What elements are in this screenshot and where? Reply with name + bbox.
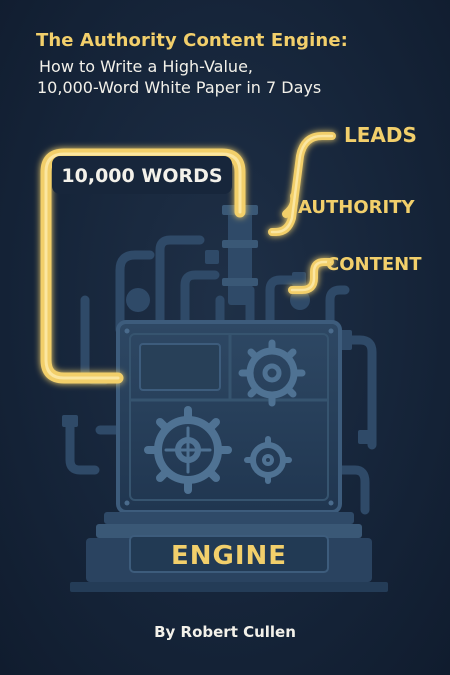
book-title: The Authority Content Engine: — [36, 30, 348, 51]
author-byline: By Robert Cullen — [154, 623, 296, 641]
title-block: The Authority Content Engine: How to Wri… — [36, 30, 436, 98]
book-subtitle-line2: 10,000-Word White Paper in 7 Days — [37, 78, 322, 97]
engine-base — [70, 512, 388, 592]
input-label: 10,000 WORDS — [61, 165, 222, 187]
output-label-content: CONTENT — [326, 254, 422, 275]
pipe-icon — [222, 205, 258, 305]
book-subtitle-line1: How to Write a High-Value, — [39, 57, 253, 76]
output-label-leads: LEADS — [344, 123, 417, 147]
gear-icon — [144, 406, 232, 494]
gear-icon — [238, 339, 306, 407]
gear-icon — [244, 436, 292, 484]
engine-body — [116, 320, 342, 514]
engine-label: ENGINE — [171, 541, 287, 571]
output-label-authority: AUTHORITY — [298, 197, 415, 218]
